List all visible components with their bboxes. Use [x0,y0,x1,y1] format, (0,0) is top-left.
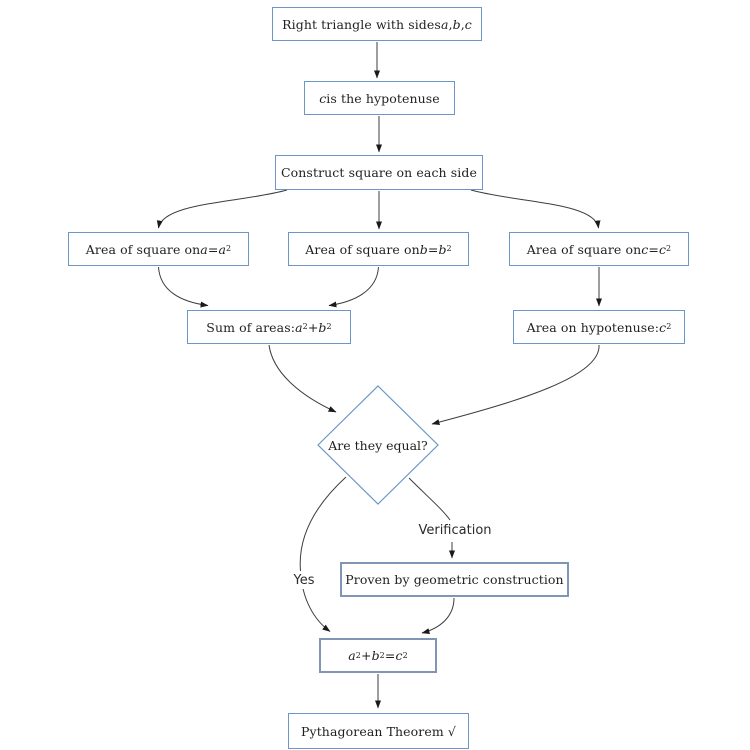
node-hypotenuse: c is the hypotenuse [304,81,455,115]
edge-decision-yes-to-equation [299,476,347,632]
node-proven-by-construction: Proven by geometric construction [340,562,569,597]
node-construct-square: Construct square on each side [275,155,483,190]
edge-decision-to-verification-label [408,477,451,521]
edge-sum-to-decision [268,344,337,413]
edge-construct-to-area-c [470,189,601,229]
node-right-triangle: Right triangle with sides a, b, c [272,7,482,41]
edge-construct-to-area-a [156,189,288,229]
edge-hyp-area-to-decision [431,344,600,426]
decision-diamond [317,385,439,505]
edge-proven-to-equation [421,597,455,634]
node-pythagorean-theorem: Pythagorean Theorem √ [288,713,469,749]
edge-label-yes: Yes [288,571,320,589]
decision-label: Are they equal? [328,437,428,453]
edge-area-a-to-sum [158,266,209,308]
edge-area-b-to-sum [328,266,379,308]
edge-label-verification: Verification [412,521,498,539]
